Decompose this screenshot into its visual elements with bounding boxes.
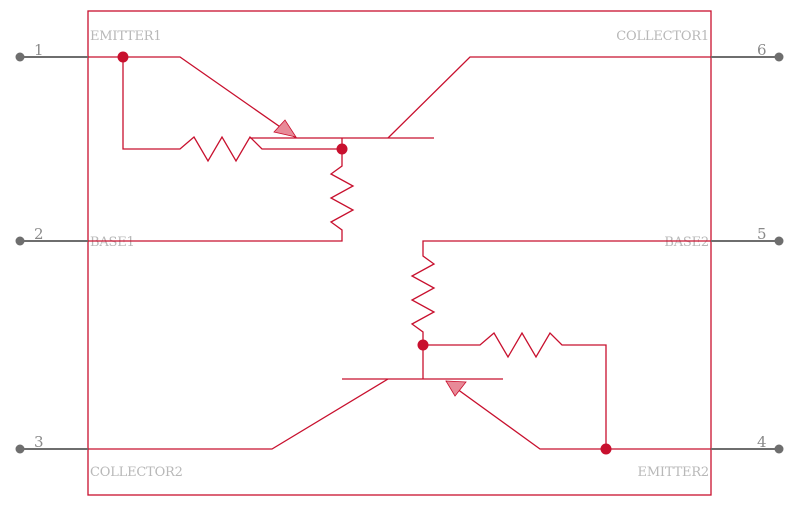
junction-base1	[336, 143, 348, 155]
q2-collector-wire	[88, 378, 389, 450]
transistor-q2	[88, 345, 711, 450]
pin-4-name: EMITTER2	[638, 465, 709, 480]
pin-1-endpoint[interactable]	[15, 52, 25, 62]
pin-3-endpoint[interactable]	[15, 444, 25, 454]
pin-3-lead[interactable]	[15, 444, 89, 454]
pin-2-endpoint[interactable]	[15, 236, 25, 246]
pin-1-name: EMITTER1	[90, 29, 161, 44]
resistor-r4	[423, 331, 607, 449]
pin-1-lead[interactable]	[15, 52, 89, 62]
pin-6-endpoint[interactable]	[774, 52, 784, 62]
pin-5-lead[interactable]	[711, 236, 784, 246]
transistor-q1	[88, 56, 711, 149]
pin-6-lead[interactable]	[711, 52, 784, 62]
resistor-r2	[88, 149, 355, 242]
r4-body	[423, 331, 607, 449]
q1-emitter-wire	[88, 56, 297, 139]
r1-body	[122, 57, 342, 163]
pin-2-number: 2	[34, 225, 44, 243]
pin-3-name: COLLECTOR2	[90, 465, 183, 480]
junction-emitter2	[600, 443, 612, 455]
q2-emitter-arrow	[445, 380, 467, 397]
q2-emitter-wire	[445, 380, 711, 450]
pin-2-name: BASE1	[90, 235, 135, 250]
q1-collector-wire	[387, 56, 711, 139]
pin-1-number: 1	[34, 41, 44, 59]
junction-base2	[417, 339, 429, 351]
component-body-outline	[87, 10, 712, 496]
pin-5-number: 5	[757, 225, 767, 243]
q1-emitter-arrow	[273, 119, 297, 138]
resistor-r1	[122, 57, 342, 163]
r2-body	[88, 149, 355, 242]
pin-5-endpoint[interactable]	[774, 236, 784, 246]
pin-6-name: COLLECTOR1	[616, 29, 709, 44]
resistor-r3	[410, 240, 711, 345]
pin-2-lead[interactable]	[15, 236, 89, 246]
pin-6-number: 6	[757, 41, 767, 59]
pin-3-number: 3	[34, 433, 44, 451]
r3-body	[410, 240, 711, 345]
junction-emitter1	[117, 51, 129, 63]
pin-4-lead[interactable]	[711, 444, 784, 454]
pin-4-number: 4	[757, 433, 767, 451]
pin-5-name: BASE2	[664, 235, 709, 250]
pin-4-endpoint[interactable]	[774, 444, 784, 454]
